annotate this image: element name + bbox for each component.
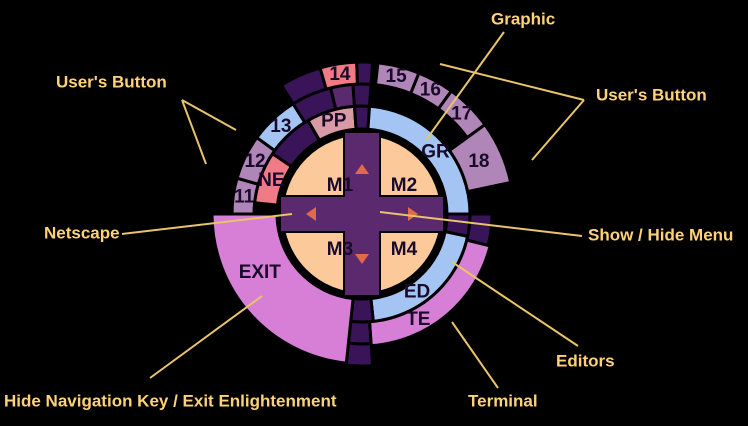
button-18-label: 18 — [468, 151, 489, 172]
leader-users-left-b — [181, 99, 207, 165]
arrow-up-icon — [355, 164, 369, 174]
callout-graphic: Graphic — [491, 9, 555, 28]
leader-users-right-a — [439, 63, 585, 101]
callout-users-button-left: User's Button — [56, 72, 167, 91]
m1-button-label: M1 — [327, 175, 354, 196]
exit-button-label: EXIT — [239, 262, 282, 283]
arrow-down-icon — [355, 254, 369, 264]
button-15-label: 15 — [386, 66, 408, 87]
button-14-label: 14 — [329, 64, 351, 85]
pp-button-label: PP — [321, 111, 347, 132]
ring2-dark-top — [351, 82, 373, 108]
leader-terminal — [451, 321, 499, 389]
leader-netscape — [121, 213, 293, 235]
button-16-label: 16 — [420, 80, 441, 101]
exit-button[interactable] — [210, 212, 355, 365]
mode-key-center — [279, 131, 445, 297]
leader-users-right-b — [531, 99, 585, 161]
ne-button-label: NE — [258, 170, 284, 191]
leader-hide-navigation — [149, 295, 263, 379]
callout-netscape: Netscape — [44, 223, 120, 242]
navigation-key-dial — [210, 60, 513, 368]
leader-editors — [451, 261, 579, 347]
arrow-left-icon — [306, 207, 316, 221]
leader-show-hide-menu — [379, 211, 583, 237]
callout-users-button-right: User's Button — [596, 85, 707, 104]
show-hide-menu-cross[interactable] — [279, 131, 445, 297]
leader-users-left-a — [181, 99, 237, 131]
ring3-dark-bottom — [344, 341, 375, 368]
callout-editors: Editors — [556, 351, 615, 370]
ed-button-label: ED — [404, 282, 430, 303]
te-button-label: TE — [406, 309, 430, 330]
arrow-right-icon — [408, 207, 418, 221]
m3-button-label: M3 — [327, 239, 353, 260]
m4-button-label: M4 — [391, 239, 418, 260]
m2-button-label: M2 — [391, 175, 417, 196]
button-12-label: 12 — [244, 151, 265, 172]
callout-leader-lines — [121, 31, 585, 389]
button-17-label: 17 — [451, 103, 472, 124]
leader-graphic — [425, 31, 505, 141]
button-13-label: 13 — [270, 116, 291, 137]
callout-terminal: Terminal — [468, 391, 538, 410]
callout-hide-navigation-key: Hide Navigation Key / Exit Enlightenment — [4, 391, 337, 410]
button-18[interactable] — [447, 122, 513, 194]
button-11-label: 11 — [234, 186, 255, 207]
ring3-dark-top — [355, 60, 375, 86]
callout-show-hide-menu: Show / Hide Menu — [588, 225, 733, 244]
gr-button-label: GR — [421, 141, 450, 162]
